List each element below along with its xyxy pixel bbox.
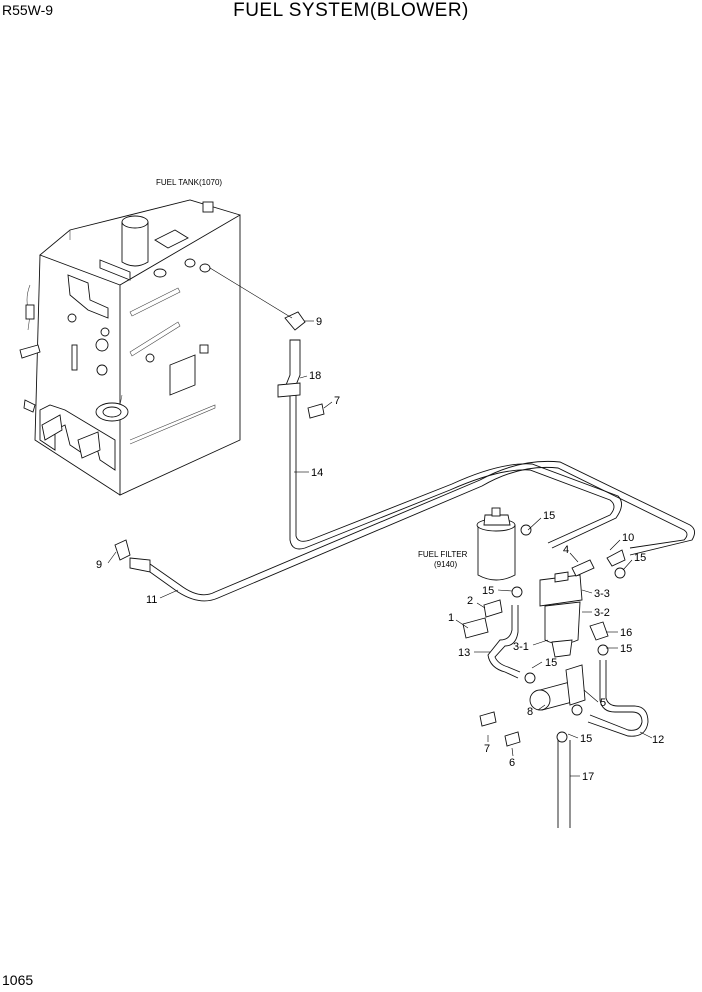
elbow-9-lower — [114, 539, 151, 573]
fuel-tank — [19, 199, 241, 496]
callout-1: 1 — [448, 612, 454, 624]
callout-5: 5 — [600, 697, 606, 709]
callout-11: 11 — [146, 594, 157, 606]
callout-18: 18 — [309, 370, 321, 382]
fuel-filter-caption-1: FUEL FILTER — [418, 550, 468, 559]
fuel-tank-caption: FUEL TANK(1070) — [156, 178, 222, 187]
callout-9-lower: 9 — [96, 559, 102, 571]
callout-10: 10 — [622, 532, 634, 544]
water-separator-3 — [539, 571, 583, 658]
callout-12: 12 — [652, 734, 664, 746]
callout-13: 13 — [458, 647, 470, 659]
callout-17: 17 — [582, 771, 594, 783]
callout-7-lower: 7 — [484, 743, 490, 755]
hose-14 — [289, 390, 622, 550]
callout-7-upper: 7 — [334, 395, 340, 407]
callout-8: 8 — [527, 706, 533, 718]
callout-15-a: 15 — [543, 510, 555, 522]
callout-4: 4 — [563, 544, 569, 556]
callout-2: 2 — [467, 595, 473, 607]
hose-12 — [587, 660, 649, 737]
callout-14: 14 — [311, 467, 323, 479]
callout-3-2: 3-2 — [594, 607, 610, 619]
fuel-filter-caption-2: (9140) — [434, 560, 457, 569]
hose-18 — [277, 339, 301, 398]
fitting-parts — [462, 524, 626, 747]
hose-17 — [557, 740, 571, 828]
callout-6: 6 — [509, 757, 515, 769]
hose-13 — [487, 605, 521, 679]
callout-15-f: 15 — [580, 733, 592, 745]
bracket-5 — [565, 664, 586, 706]
fuel-filter-9140 — [476, 507, 516, 581]
callout-15-c: 15 — [482, 585, 494, 597]
callout-3-1: 3-1 — [513, 641, 529, 653]
page-number: 1065 — [2, 972, 34, 988]
callout-16: 16 — [620, 627, 632, 639]
callout-15-b: 15 — [634, 552, 646, 564]
callout-15-e: 15 — [545, 657, 557, 669]
elbow-9-upper — [284, 311, 306, 331]
pump-8 — [529, 681, 573, 711]
callout-9-upper: 9 — [316, 316, 322, 328]
bolt-7-upper — [307, 403, 325, 419]
hose-11 — [149, 460, 695, 602]
page-title: FUEL SYSTEM(BLOWER) — [233, 0, 469, 21]
leader-lines — [107, 267, 653, 777]
callout-3-3: 3-3 — [594, 588, 610, 600]
model-code: R55W-9 — [2, 2, 54, 18]
callout-15-d: 15 — [620, 643, 632, 655]
